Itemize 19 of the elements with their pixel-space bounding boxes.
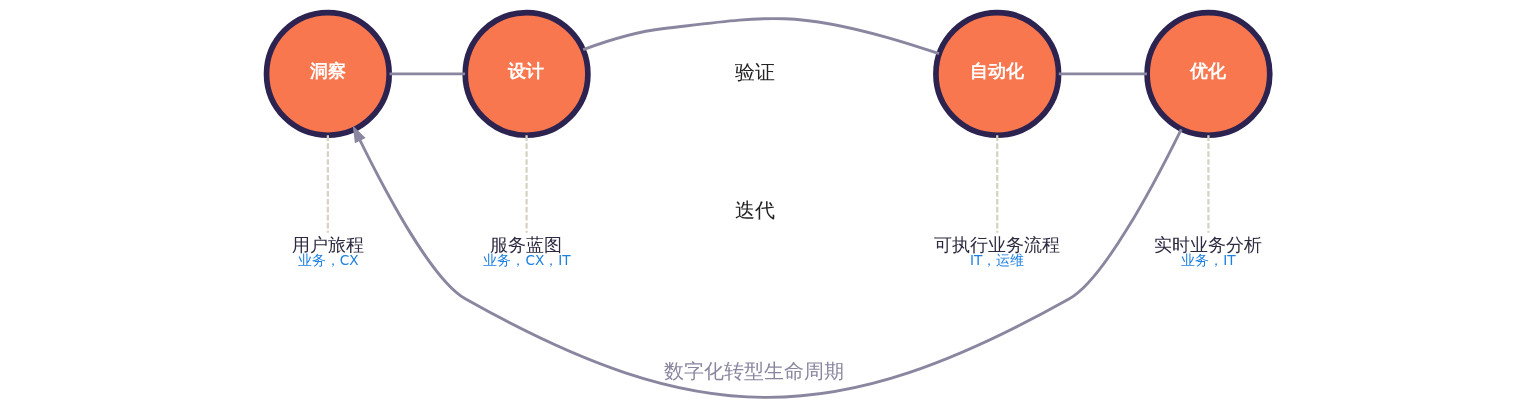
connector <box>389 72 465 76</box>
node-text: 可执行业务流程 IT，运维 <box>933 233 1060 269</box>
node-circle: 洞察 <box>263 9 392 139</box>
label: 迭代 <box>735 198 775 223</box>
node-text: 用户旅程 业务，CX <box>291 233 364 269</box>
connector <box>1058 72 1147 76</box>
node-circle: 优化 <box>1143 9 1273 139</box>
node-text: 实时业务分析 业务，IT <box>1154 233 1262 269</box>
connector <box>1206 135 1210 233</box>
node-circle: 设计 <box>461 9 591 139</box>
node-circle: 自动化 <box>932 9 1061 139</box>
arrow <box>352 125 1182 399</box>
node-text: 服务蓝图 业务，CX，IT <box>482 233 571 269</box>
label: 验证 <box>735 59 775 84</box>
edge-label: 数字化转型生命周期 <box>663 358 844 383</box>
connector <box>995 135 998 233</box>
connector <box>582 17 939 56</box>
connector <box>326 135 329 233</box>
connector <box>524 135 528 233</box>
